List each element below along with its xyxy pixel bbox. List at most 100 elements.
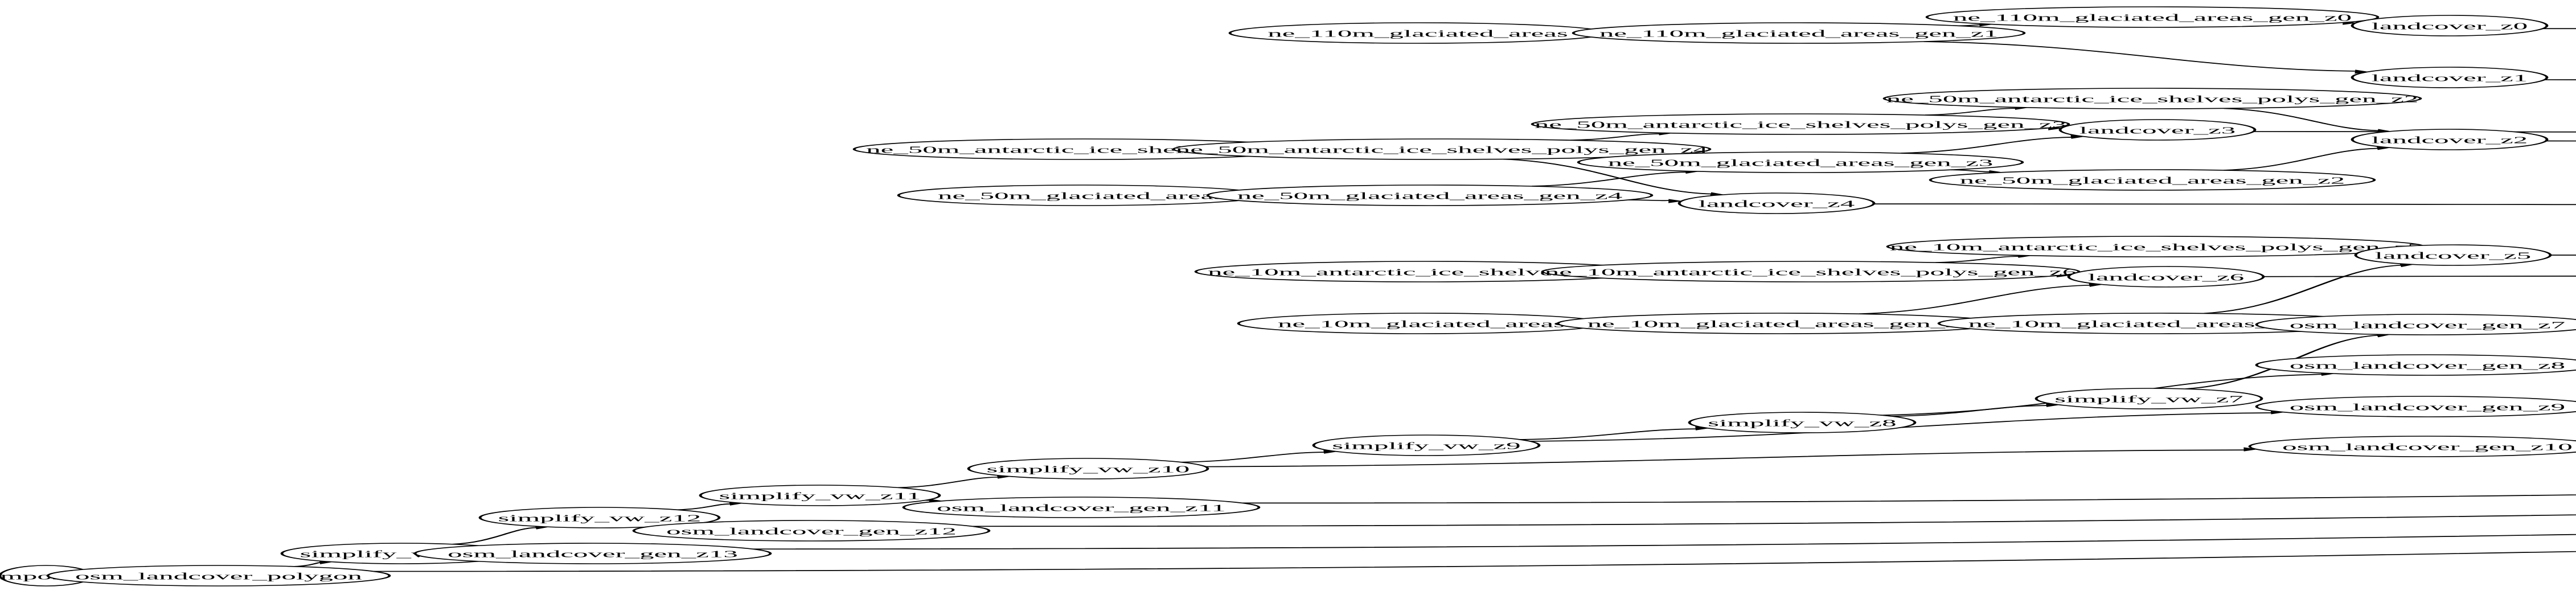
graph-edge-ne_10m_glaciated_areas_gen_z6--to--landcover_z6: [1859, 282, 2104, 315]
node-label: ne_10m_antarctic_ice_shelves_polys: [1208, 267, 1642, 278]
graph-node-osm_landcover_gen_z13[interactable]: osm_landcover_gen_z13: [413, 543, 772, 564]
edge-line: [1503, 158, 1712, 195]
node-shape: [1688, 412, 1917, 433]
graph-node-osm_landcover_polygon[interactable]: osm_landcover_polygon: [46, 565, 391, 587]
node-label: ne_110m_glaciated_areas_gen_z1: [1599, 28, 1998, 39]
graph-node-landcover_z1[interactable]: landcover_z1: [2351, 67, 2549, 88]
graph-edge-landcover_z2--to--layer_landcover-z2: [2546, 140, 2576, 142]
node-label: ne_10m_antarctic_ice_shelves_polys_gen_z…: [1545, 267, 2077, 278]
edge-line: [752, 534, 2576, 550]
node-label: landcover_z5: [2375, 251, 2532, 261]
edge-line: [1935, 256, 2019, 263]
node-label: ne_50m_glaciated_areas_gen_z2: [1960, 175, 2345, 186]
graph-node-osm_landcover_gen_z11[interactable]: osm_landcover_gen_z11: [902, 497, 1261, 518]
edge-arrowhead: [1668, 199, 1683, 203]
node-label: simplify_vw_z11: [719, 491, 921, 502]
graph-edge-ne_50m_glaciated_areas_gen_z4--to--landcover_z4: [1629, 199, 1683, 203]
graph-node-simplify_vw_z9[interactable]: simplify_vw_z9: [1312, 434, 1541, 456]
graph-node-ne_50m_antarctic_ice_shelves_polys_gen_z2[interactable]: ne_50m_antarctic_ice_shelves_polys_gen_z…: [1882, 88, 2422, 109]
graph-node-landcover_z4[interactable]: landcover_z4: [1677, 192, 1876, 214]
graph-edge-simplify_vw_z11--to--simplify_vw_z10: [897, 474, 1012, 489]
node-label: ne_50m_glaciated_areas_gen_z4: [1237, 191, 1623, 202]
graph-node-ne_110m_glaciated_areas_gen_z1[interactable]: ne_110m_glaciated_areas_gen_z1: [1572, 22, 2026, 44]
node-shape: [699, 485, 941, 506]
graph-node-ne_50m_glaciated_areas[interactable]: ne_50m_glaciated_areas: [897, 184, 1266, 206]
node-label: ne_10m_glaciated_areas_gen_z5: [1968, 319, 2354, 330]
graph-node-osm_landcover_gen_z9[interactable]: osm_landcover_gen_z9: [2255, 396, 2576, 417]
graph-node-ne_110m_glaciated_areas[interactable]: ne_110m_glaciated_areas: [1228, 22, 1607, 44]
edge-line: [2204, 264, 2402, 314]
node-shape: [2351, 129, 2549, 150]
node-label: osm_landcover_gen_z7: [2290, 320, 2565, 331]
graph-edge-landcover_z1--to--layer_landcover-z1: [2544, 79, 2576, 80]
node-label: ne_10m_antarctic_ice_shelves_polys_gen_z…: [1890, 242, 2422, 253]
graph-node-landcover_z6[interactable]: landcover_z6: [2067, 266, 2265, 288]
graph-node-landcover_z2[interactable]: landcover_z2: [2351, 129, 2549, 150]
graph-node-simplify_vw_z8[interactable]: simplify_vw_z8: [1688, 412, 1917, 433]
node-label: simplify_vw_z12: [498, 513, 702, 524]
graph-edge-ne_50m_glaciated_areas_gen_z4--to--ne_50m_glaciated_areas_gen_z3: [1532, 169, 1700, 187]
graph-node-osm_landcover_gen_z12[interactable]: osm_landcover_gen_z12: [632, 520, 991, 542]
node-shape: [902, 497, 1261, 518]
graph-edge-osm_landcover_gen_z13--to--layer_landcover-z13: [752, 534, 2576, 550]
node-shape: [1677, 192, 1876, 214]
graph-edge-ne_110m_glaciated_areas_gen_z1--to--landcover_z1: [1923, 41, 2370, 74]
graph-edge-landcover_z0--to--layer_landcover-z0: [2542, 28, 2576, 30]
graph-node-ne_50m_antarctic_ice_shelves_polys_gen_z3[interactable]: ne_50m_antarctic_ice_shelves_polys_gen_z…: [1531, 113, 2070, 135]
graph-edge-ne_50m_glaciated_areas_gen_z3--to--landcover_z3: [1901, 134, 2086, 154]
graph-edge-landcover_z6--to--layer_landcover-z6: [2263, 276, 2576, 277]
edge-line: [2544, 79, 2576, 80]
graph-node-ne_10m_antarctic_ice_shelves_polys[interactable]: ne_10m_antarctic_ice_shelves_polys: [1194, 261, 1655, 282]
edge-line: [2546, 140, 2576, 142]
edge-line: [294, 562, 321, 567]
node-label: osm_landcover_gen_z12: [666, 526, 957, 537]
graph-edge-ne_50m_glaciated_areas_gen_z2--to--landcover_z2: [2224, 146, 2392, 171]
node-shape: [2255, 354, 2576, 376]
graph-node-ne_50m_glaciated_areas_gen_z2[interactable]: ne_50m_glaciated_areas_gen_z2: [1929, 169, 2376, 191]
graph-node-landcover_z5[interactable]: landcover_z5: [2354, 244, 2552, 266]
node-shape: [2255, 396, 2576, 417]
graph-node-ne_10m_glaciated_areas[interactable]: ne_10m_glaciated_areas: [1237, 313, 1606, 334]
node-label: ne_50m_antarctic_ice_shelves_polys_gen_z…: [1176, 145, 1708, 155]
node-label: landcover_z1: [2372, 73, 2528, 84]
graph-node-ne_50m_glaciated_areas_gen_z3[interactable]: ne_50m_glaciated_areas_gen_z3: [1577, 151, 2024, 173]
node-label: osm_landcover_gen_z9: [2290, 402, 2565, 413]
node-shape: [632, 520, 991, 542]
graph-edge-osm_landcover_polygon--to--layer_landcover-z14+: [374, 551, 2576, 572]
graph-node-simplify_vw_z12[interactable]: simplify_vw_z12: [478, 507, 721, 528]
graph-node-osm_landcover_gen_z8[interactable]: osm_landcover_gen_z8: [2255, 354, 2576, 376]
graph-node-simplify_vw_z11[interactable]: simplify_vw_z11: [699, 485, 941, 506]
graph-edge-simplify_vw_z10--to--osm_landcover_gen_z10: [1205, 447, 2258, 468]
graph-node-simplify_vw_z7[interactable]: simplify_vw_z7: [2034, 388, 2263, 409]
node-label: ne_110m_glaciated_areas: [1268, 28, 1568, 39]
graph-node-landcover_z3[interactable]: landcover_z3: [2058, 119, 2257, 141]
graph-edge-landcover_z5--to--layer_landcover-z5: [2550, 255, 2576, 256]
graph-node-ne_10m_antarctic_ice_shelves_polys_gen_z5[interactable]: ne_10m_antarctic_ice_shelves_polys_gen_z…: [1886, 236, 2426, 257]
graph-node-simplify_vw_z10[interactable]: simplify_vw_z10: [967, 458, 1209, 479]
graph-node-ne_50m_glaciated_areas_gen_z4[interactable]: ne_50m_glaciated_areas_gen_z4: [1206, 184, 1654, 206]
edge-line: [2224, 147, 2378, 171]
node-shape: [1206, 184, 1654, 206]
edge-line: [452, 527, 537, 545]
node-label: simplify_vw_z8: [1708, 418, 1896, 429]
node-shape: [1541, 261, 2081, 282]
node-shape: [478, 507, 721, 528]
graph-node-ne_110m_glaciated_areas_gen_z0[interactable]: ne_110m_glaciated_areas_gen_z0: [1925, 6, 2380, 28]
node-shape: [2354, 244, 2552, 266]
graph-node-landcover_z0[interactable]: landcover_z0: [2351, 15, 2549, 36]
node-shape: [2067, 266, 2265, 288]
node-shape: [2058, 119, 2257, 141]
graph-node-ne_10m_antarctic_ice_shelves_polys_gen_z6[interactable]: ne_10m_antarctic_ice_shelves_polys_gen_z…: [1541, 261, 2081, 282]
node-label: simplify_vw_z10: [987, 464, 1190, 475]
node-label: landcover_z4: [1699, 199, 1855, 210]
edge-line: [1950, 169, 1991, 173]
node-label: ne_110m_glaciated_areas_gen_z0: [1953, 13, 2352, 23]
node-label: ne_50m_glaciated_areas: [938, 191, 1225, 202]
graph-node-osm_landcover_gen_z10[interactable]: osm_landcover_gen_z10: [2248, 436, 2576, 457]
graph-node-osm_landcover_gen_z7[interactable]: osm_landcover_gen_z7: [2255, 314, 2576, 335]
node-shape: [967, 458, 1209, 479]
graph-node-ne_10m_glaciated_areas_gen_z6[interactable]: ne_10m_glaciated_areas_gen_z6: [1556, 313, 2004, 334]
graph-node-ne_50m_antarctic_ice_shelves_polys_gen_z4[interactable]: ne_50m_antarctic_ice_shelves_polys_gen_z…: [1172, 138, 1712, 160]
node-shape: [1882, 88, 2422, 109]
node-shape: [1312, 434, 1541, 456]
